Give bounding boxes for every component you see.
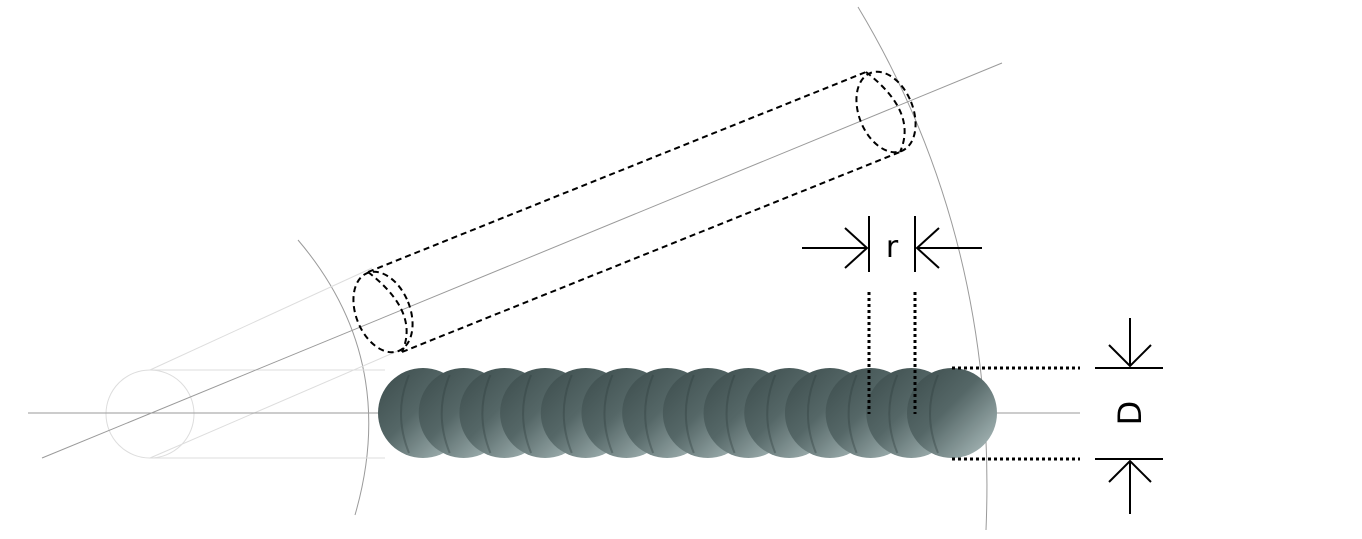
ghost-cylinder — [105, 267, 401, 459]
bead-seam — [522, 374, 533, 454]
bead-seam — [603, 374, 614, 454]
dashed-rotated-cylinder — [352, 70, 917, 354]
bead-seam — [888, 374, 899, 454]
outer-arc — [857, 6, 988, 531]
bead-seam — [806, 374, 817, 454]
pitch-dimension — [802, 216, 982, 414]
diameter-dimension — [952, 318, 1163, 514]
bead-seam — [725, 374, 736, 454]
rotated-axis — [41, 62, 1003, 459]
bead-seam — [400, 374, 410, 454]
inner-arc — [297, 239, 370, 516]
diameter-label: D — [1111, 401, 1149, 426]
bead-seam — [562, 374, 573, 454]
bead — [907, 368, 997, 458]
bead-seam — [644, 374, 655, 454]
bead-seam — [440, 374, 451, 454]
bead-seam — [481, 374, 492, 454]
pitch-label: r — [886, 230, 899, 265]
bead-seam — [766, 374, 777, 454]
bead-seam — [929, 374, 939, 454]
bead-chain — [378, 368, 997, 458]
bead-seam — [847, 374, 858, 454]
bead-seam — [684, 374, 695, 454]
